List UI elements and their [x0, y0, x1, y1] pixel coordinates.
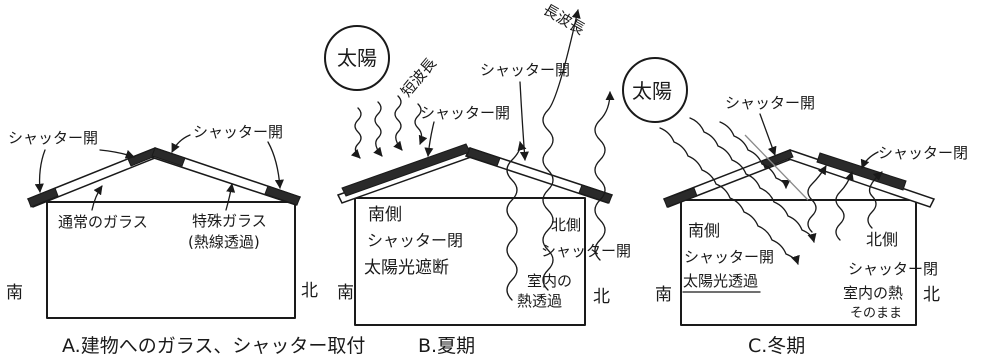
- a-normal-glass-label: 通常のガラス: [58, 213, 148, 231]
- house-c-wall: [680, 199, 917, 326]
- c-sun-rays: [659, 117, 817, 265]
- b-caption: B.夏期: [418, 335, 475, 357]
- house-b-shutter-south: [341, 143, 471, 197]
- c-room-heat-label-2: そのまま: [850, 306, 902, 321]
- a-shutter-left-label: シャッター開: [8, 129, 98, 147]
- a-shutter-right-label: シャッター開: [193, 123, 283, 141]
- a-special-glass-label: 特殊ガラス: [192, 212, 267, 230]
- a-special-glass-note: (熱線透過): [188, 233, 260, 251]
- a-pointer-right: [171, 134, 191, 153]
- b-north-label: 北: [593, 287, 610, 307]
- c-north-shutter-label: シャッター閉: [848, 260, 938, 278]
- c-pointer-right: [860, 151, 879, 169]
- b-room-heat-label-1: 室内の: [527, 272, 572, 290]
- b-room-heat-label-2: 熱透過: [517, 292, 562, 310]
- a-south-label: 南: [6, 283, 23, 303]
- b-north-shutter-label: シャッター開: [541, 242, 631, 260]
- b-pointer-north-top: [519, 81, 529, 161]
- house-c-shutter-left: [663, 187, 698, 208]
- c-pointer-top: [759, 113, 777, 156]
- b-south-effect-label: 太陽光遮断: [364, 258, 449, 278]
- house-a-shutter-right: [264, 185, 301, 206]
- b-sun-label: 太陽: [337, 46, 377, 70]
- c-sun: [622, 57, 688, 123]
- b-south-side-label: 南側: [368, 205, 402, 225]
- b-shutter-south-top-label: シャッター開: [420, 104, 510, 122]
- b-shutter-north-top-label: シャッター開: [480, 61, 570, 79]
- b-sun: [324, 25, 390, 91]
- c-caption: C.冬期: [748, 335, 805, 357]
- panel-a: シャッター開 シャッター開 通常のガラス 特殊ガラス (熱線透過) 南 北 A.…: [6, 123, 365, 357]
- a-pointer-right2: [267, 141, 284, 189]
- c-north-label: 北: [923, 285, 940, 305]
- house-b-shutter-north: [578, 184, 613, 204]
- c-south-effect-label: 太陽光透過: [683, 272, 758, 290]
- a-caption: A.建物へのガラス、シャッター取付: [62, 335, 365, 357]
- b-north-side-label: 北側: [551, 216, 581, 234]
- house-a-shutter-left: [27, 187, 59, 208]
- house-b-wall: [354, 197, 586, 326]
- a-special-glass-pointer: [225, 183, 236, 211]
- c-heat-rays: [807, 165, 883, 241]
- panel-b: 太陽 短波長 長波長 シャッター開 シャッター開 南側 シャッター閉 太陽光遮断…: [324, 0, 631, 357]
- c-south-label: 南: [655, 285, 672, 305]
- panel-c: 太陽 シャッター開 シャッター閉 南側 シャッター開 太陽光透過 北側 シャッタ…: [622, 57, 968, 357]
- b-south-label: 南: [337, 283, 354, 303]
- c-room-heat-label-1: 室内の熱: [843, 284, 903, 302]
- c-sun-label: 太陽: [632, 79, 672, 103]
- a-normal-glass-pointer: [91, 185, 103, 211]
- b-pointer-south-top: [424, 121, 435, 157]
- b-short-wave-label: 短波長: [397, 54, 440, 100]
- house-a-shutter-ridge-right: [151, 147, 186, 167]
- b-short-wave-rays: [350, 95, 428, 159]
- b-long-wave-rays: [506, 9, 615, 301]
- house-a-wall: [46, 201, 296, 319]
- a-pointer-left2: [99, 149, 135, 159]
- b-south-shutter-label: シャッター閉: [367, 231, 463, 250]
- c-south-side-label: 南側: [688, 221, 720, 240]
- c-south-shutter-label: シャッター開: [684, 248, 774, 266]
- house-c-shutter-ridge: [761, 149, 794, 169]
- c-north-side-label: 北側: [866, 230, 898, 249]
- c-shutter-right-label: シャッター閉: [878, 144, 968, 162]
- a-north-label: 北: [301, 281, 318, 301]
- c-shutter-top-label: シャッター開: [725, 94, 815, 112]
- a-pointer-left: [34, 149, 46, 193]
- b-long-wave-label: 長波長: [540, 0, 588, 38]
- house-b-shutter-ridge: [466, 147, 501, 167]
